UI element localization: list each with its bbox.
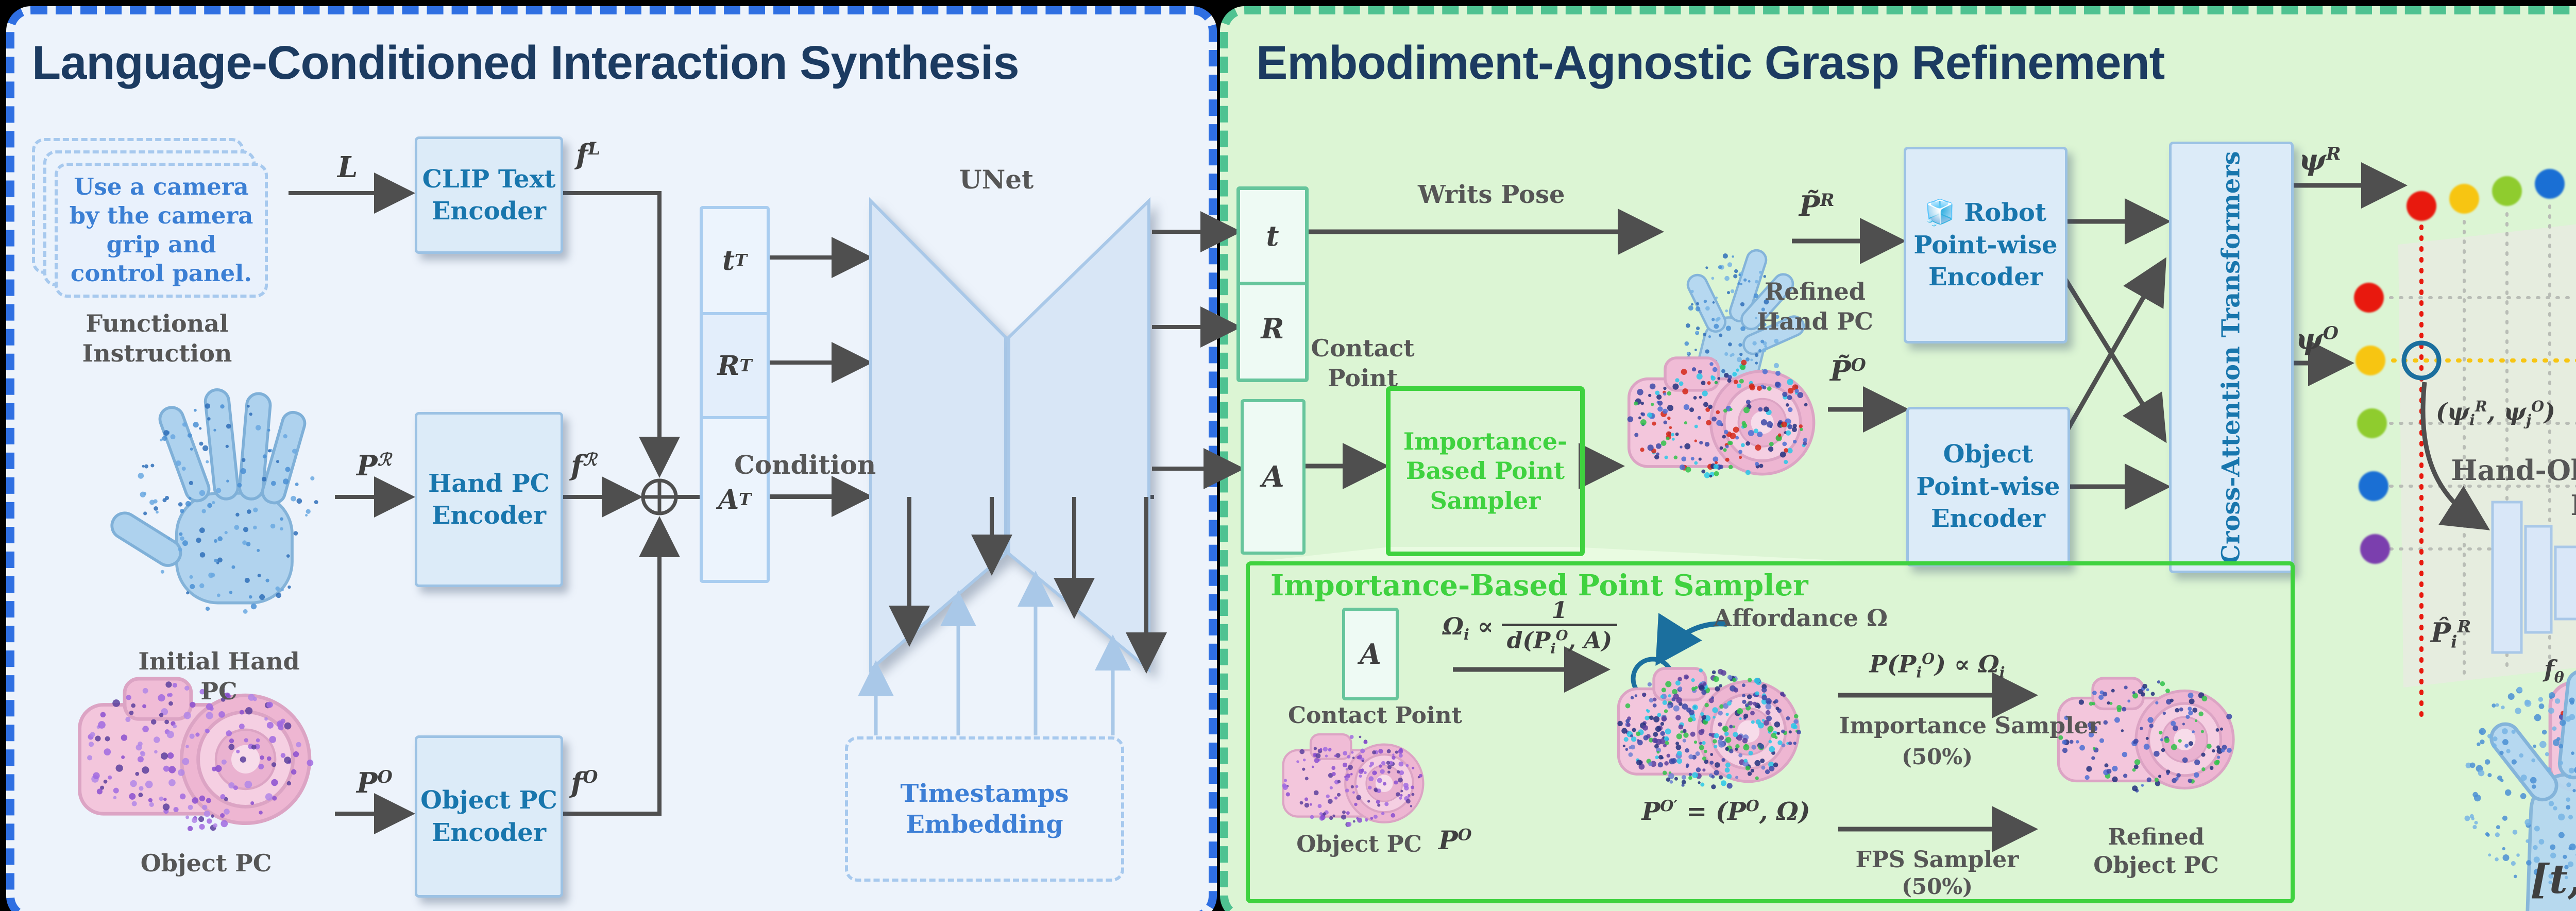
omega-fraction: 1 d(PiO, A) (1501, 597, 1618, 658)
detail-cell-A: A (1360, 638, 1381, 671)
refined-object-pc-label: Refined Object PC (2093, 824, 2219, 879)
initial-hand-pc-image (107, 389, 318, 614)
instruction-text: Use a camera by the camera grip and cont… (69, 173, 253, 287)
clip-text-encoder-box: CLIP Text Encoder (415, 136, 563, 254)
label-PO: PO (357, 766, 393, 799)
omega-frac-num: 1 (1551, 597, 1568, 624)
object-pc-encoder-box: Object PC Encoder (415, 735, 563, 898)
detail-label-PO: PO (1438, 825, 1472, 855)
detail-object-pc-label: Object PC (1296, 831, 1422, 857)
cross-attention-box: Cross-Attention Transformers (2169, 142, 2294, 573)
feature-dot (2535, 169, 2565, 199)
label-f-theta: fθ (2544, 655, 2564, 686)
label-PO-tilde: P̃O (1830, 354, 1866, 387)
frozen-ice-icon: 🧊 (1924, 198, 1956, 228)
feature-dot (2492, 176, 2522, 206)
oplus-icon (641, 478, 678, 515)
object-pc-label: Object PC (140, 849, 272, 877)
detail-box-title: Importance-Based Point Sampler (1270, 569, 1808, 603)
label-PR-tilde: P̃R (1799, 190, 1835, 222)
timestamps-embedding-label: Timestamps Embedding (900, 779, 1069, 839)
condition-label: Condition (734, 450, 876, 480)
label-trq: [t, R, q] (2530, 856, 2576, 903)
functional-instruction-label: Functional Instruction (82, 310, 232, 367)
detail-contact-point-box: A (1342, 608, 1399, 700)
importance-sampler-box: Importance-Based Point Sampler (1386, 386, 1585, 556)
right-panel-title: Embodiment-Agnostic Grasp Refinement (1256, 37, 2165, 89)
importance-sampler-detail-box (1246, 561, 2295, 903)
importance-sampler-label: Importance Sampler (1839, 713, 2100, 739)
distance-matrix-caption: Hand-Object Distance Matrix (2451, 454, 2576, 522)
cell-t: t (1240, 190, 1305, 285)
mlp-f-theta (2491, 501, 2576, 654)
instruction-box-front: Use a camera by the camera grip and cont… (55, 163, 268, 298)
importance-sampler-box-label: Importance-Based Point Sampler (1403, 427, 1568, 514)
feature-dot (2449, 184, 2479, 214)
importance-formula: P(PiO) ∝ Ωi (1869, 650, 2005, 681)
cell-A: A (1262, 460, 1284, 494)
feature-dot (2354, 283, 2384, 313)
detail-contact-point-label: Contact Point (1288, 702, 1462, 729)
wrist-pose-stack: t R (1236, 186, 1309, 382)
feature-dot (2406, 191, 2436, 221)
unet-label: UNet (959, 164, 1034, 195)
feature-dot (2355, 346, 2385, 375)
label-feature-pair: (ψiR, ψjO) (2436, 398, 2555, 429)
hand-pc-encoder-box: Hand PC Encoder (415, 412, 563, 587)
feature-dot (2359, 471, 2388, 501)
timestamps-embedding-box: Timestamps Embedding (845, 736, 1124, 882)
label-PR: Pℛ (357, 449, 392, 482)
refined-hand-pc-label: Refined Hand PC (1756, 278, 1874, 335)
right-panel-grasp-refinement (1220, 6, 2576, 911)
cross-attention-label: Cross-Attention Transformers (2216, 151, 2246, 564)
object-pc-image (80, 679, 314, 832)
fps-sampler-pct: (50%) (1901, 874, 1973, 899)
omega-lhs: Ωi ∝ (1443, 612, 1494, 643)
robot-pointwise-encoder-box: 🧊 Robot Point-wise Encoder (1904, 147, 2067, 343)
left-panel-title: Language-Conditioned Interaction Synthes… (32, 37, 1020, 89)
contact-point-box: A (1241, 399, 1306, 555)
grasp-result-image (2464, 652, 2576, 911)
cell-R: R (1261, 312, 1284, 345)
importance-sampler-pct: (50%) (1901, 744, 1973, 769)
label-fO: fO (571, 766, 598, 799)
label-fR: fℛ (571, 449, 597, 482)
initial-hand-pc-label: Initial Hand PC (138, 647, 300, 705)
affordance-object-pc-image (1617, 668, 1801, 789)
feature-dot (2357, 408, 2387, 438)
omega-formula: Ωi ∝ 1 d(PiO, A) (1443, 597, 1618, 658)
refined-object-pc-image (2058, 678, 2233, 793)
fps-sampler-label: FPS Sampler (1855, 847, 2019, 873)
object-pointwise-encoder-box: Object Point-wise Encoder (1906, 407, 2070, 566)
affordance-label: Affordance Ω (1714, 604, 1888, 632)
feature-pair-circle (2401, 340, 2442, 381)
label-L: L (337, 150, 358, 184)
writs-pose-label: Writs Pose (1418, 180, 1565, 209)
label-PO-prime: PO′ = (PO, Ω) (1641, 797, 1810, 826)
unet-shape (869, 197, 1150, 673)
label-fL: fL (576, 138, 600, 171)
label-psiR: ψR (2299, 143, 2341, 177)
label-PR-hat: P̂iR (2431, 617, 2471, 652)
robot-encoder-label: Robot Point-wise Encoder (1913, 198, 2058, 292)
sampled-object-pc-image (1627, 358, 1814, 478)
detail-object-pc-image (1282, 734, 1423, 827)
contact-point-label: Contact Point (1311, 334, 1415, 392)
feature-dot (2360, 534, 2390, 564)
label-psiO: ψO (2296, 322, 2338, 356)
omega-frac-den: d(PiO, A) (1501, 624, 1618, 658)
